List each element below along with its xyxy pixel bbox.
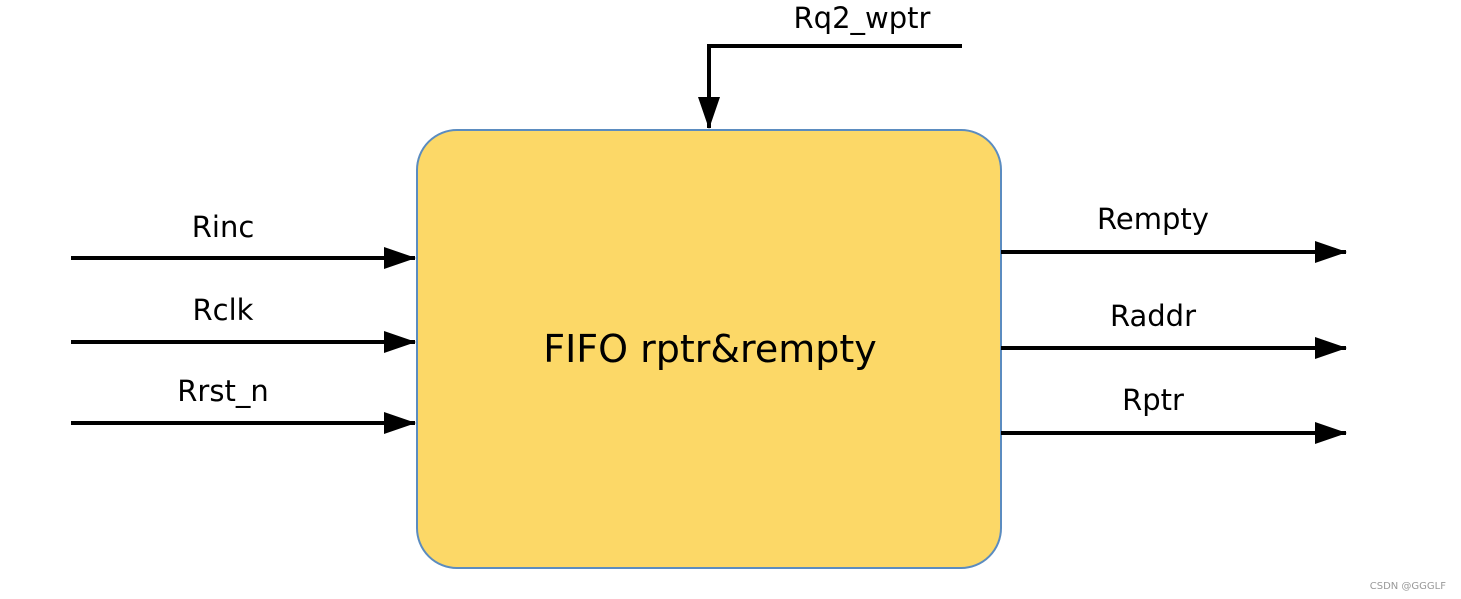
watermark: CSDN @GGGLF xyxy=(1370,581,1447,592)
input-rrst-n: Rrst_n xyxy=(71,374,416,434)
input-rq2-wptr: Rq2_wptr xyxy=(698,1,962,129)
rempty-label: Rempty xyxy=(1097,202,1209,236)
input-rinc: Rinc xyxy=(71,210,416,269)
output-rempty: Rempty xyxy=(1001,202,1347,263)
rq2-wptr-wire xyxy=(698,44,962,129)
block-title: FIFO rptr&rempty xyxy=(543,327,877,371)
output-rptr: Rptr xyxy=(1001,383,1347,444)
rclk-label: Rclk xyxy=(193,293,254,327)
input-rclk: Rclk xyxy=(71,293,416,353)
rq2-wptr-label: Rq2_wptr xyxy=(794,1,931,35)
rinc-label: Rinc xyxy=(192,210,255,244)
raddr-label: Raddr xyxy=(1110,299,1196,333)
rrst-n-label: Rrst_n xyxy=(177,374,268,408)
output-raddr: Raddr xyxy=(1001,299,1347,359)
rptr-label: Rptr xyxy=(1122,383,1184,417)
